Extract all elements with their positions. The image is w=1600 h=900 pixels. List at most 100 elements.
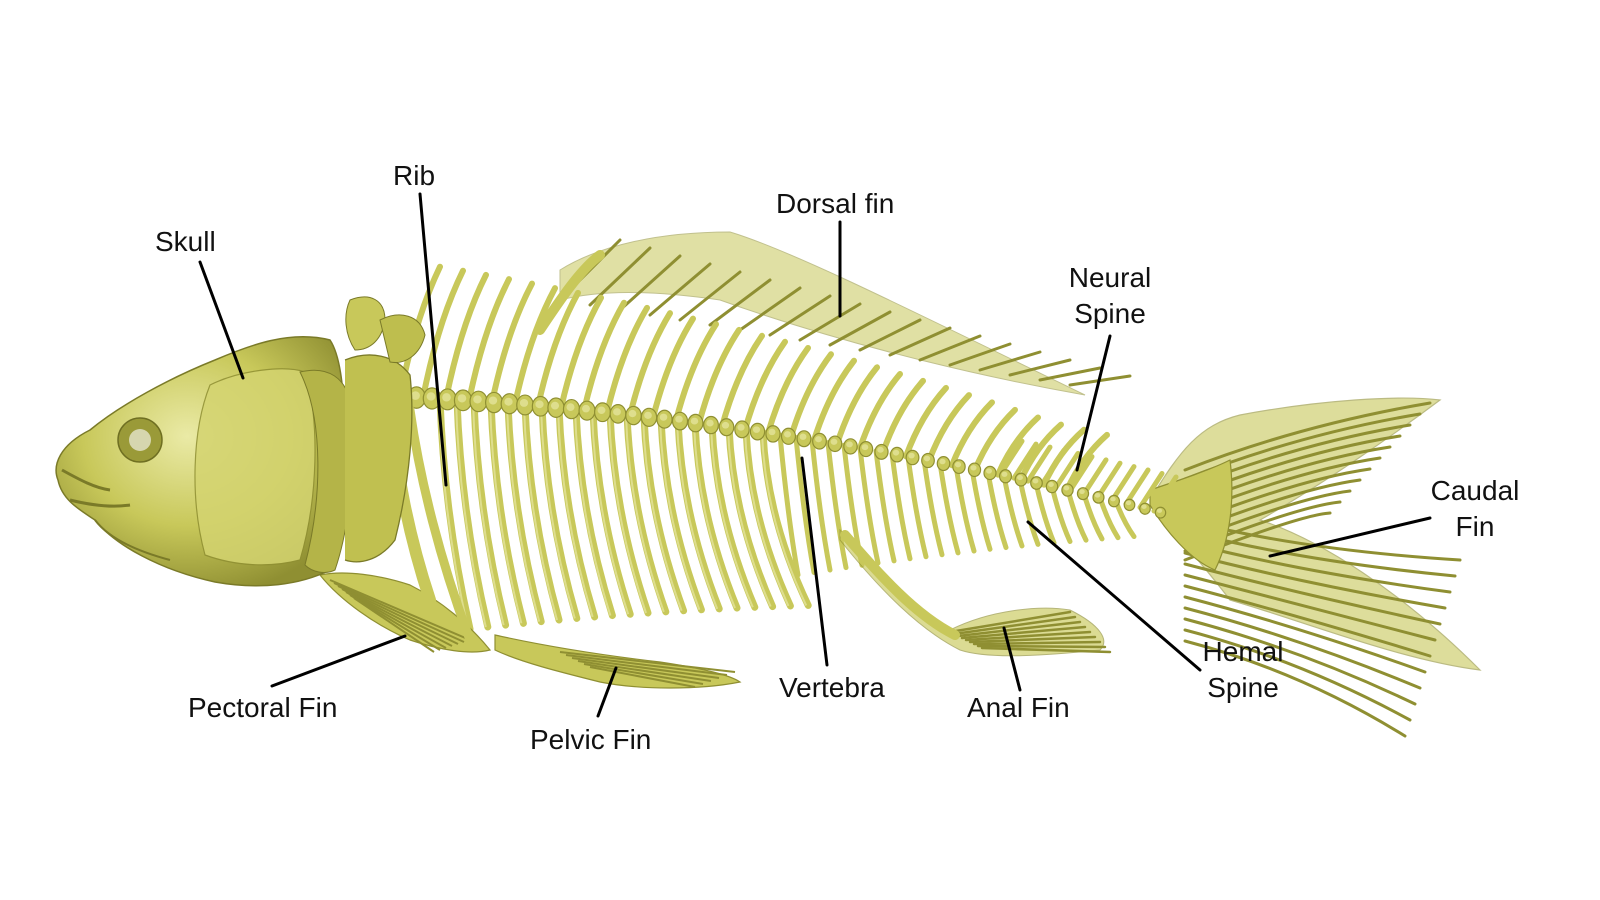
rib-bone: [589, 407, 634, 618]
hemal-spine-bone: [809, 437, 833, 573]
neural-spine-bone: [1137, 470, 1165, 510]
neural-spine-bone: [765, 344, 811, 437]
leader-rib: [418, 192, 448, 487]
label-caudal-fin-line1: Caudal: [1430, 475, 1520, 506]
rib-bone: [657, 415, 705, 614]
label-pectoral-fin: Pectoral Fin: [188, 692, 338, 723]
rib-highlight: [659, 418, 701, 611]
dorsal-fin-ray: [708, 278, 772, 327]
neural-spine-bone: [997, 438, 1025, 478]
hemal-spine-bone: [825, 440, 849, 571]
vertebra-highlight: [1063, 485, 1070, 491]
label-hemal-spine-line2: Spine: [1207, 672, 1279, 703]
rib-bone: [487, 398, 527, 627]
label-skull: Skull: [155, 226, 216, 257]
neural-spine-bone: [535, 289, 581, 410]
neural-spine-bone: [1109, 464, 1137, 504]
caudal-fin-ray: [1183, 617, 1417, 706]
vertebra-highlight: [613, 408, 621, 416]
caudal-fin-ray: [1183, 639, 1407, 738]
neural-spine-bone: [1151, 474, 1179, 514]
neural-spine-bone: [489, 280, 535, 406]
skull: [55, 296, 426, 587]
neural-spine-bone: [512, 285, 558, 408]
neural-spine-bone: [1011, 441, 1039, 481]
vertebra-highlight: [504, 397, 513, 406]
pectoral-fin-ray: [329, 579, 471, 641]
anal-fin-ray: [948, 610, 1072, 634]
label-hemal-spine: Hemal Spine: [1193, 634, 1293, 706]
rib-bone: [640, 413, 688, 615]
neural-spine-bone: [788, 351, 834, 440]
dorsal-fin-ray: [828, 310, 892, 347]
rib-bone: [470, 397, 510, 629]
vertebra-highlight: [644, 411, 652, 419]
vertebra-highlight: [1079, 489, 1085, 495]
vertebra-highlight: [1048, 482, 1054, 487]
vertebra-highlight: [923, 455, 931, 462]
vertebra-highlight: [954, 461, 962, 468]
anal-fin-ray: [976, 644, 1107, 649]
vertebra-highlight: [784, 431, 791, 438]
vertebra-highlight: [892, 449, 900, 456]
vertebra-highlight: [799, 433, 807, 440]
dorsal-fin-ray: [768, 294, 832, 337]
neural-spine-bone: [1025, 444, 1053, 484]
leader-vertebra: [800, 456, 829, 667]
caudal-fin-ray: [1183, 573, 1437, 642]
vertebra-highlight: [1110, 496, 1116, 502]
pelvic-fin-ray: [571, 657, 720, 679]
label-dorsal-fin: Dorsal fin: [776, 188, 895, 219]
label-neural-spine: Neural Spine: [1060, 260, 1160, 332]
rib-highlight: [506, 403, 541, 622]
neural-spine-bone: [604, 304, 650, 416]
label-rib: Rib: [393, 160, 436, 191]
dorsal-fin-ray: [858, 318, 922, 352]
vertebra-highlight: [675, 415, 683, 423]
dorsal-fin-ray: [1008, 358, 1072, 377]
rib-bone: [725, 424, 777, 611]
neural-spine-bone: [834, 364, 880, 448]
neural-spine-bone: [650, 315, 696, 421]
caudal-fin: [1149, 397, 1482, 738]
vertebra-highlight: [939, 458, 946, 465]
rib-highlight: [676, 420, 719, 610]
vertebra-highlight: [1032, 478, 1039, 484]
vertebra-highlight: [1156, 508, 1163, 513]
neural-spine-bone: [1039, 447, 1067, 487]
hemal-spine-bone: [777, 432, 801, 578]
vertebra-highlight: [1094, 492, 1101, 498]
ribs: [436, 395, 812, 633]
vertebra-highlight: [970, 465, 977, 471]
vertebra-highlight: [442, 393, 451, 402]
vertebra-highlight: [830, 438, 838, 445]
rib-bone: [453, 396, 492, 631]
dorsal-fin-ray: [1038, 366, 1102, 382]
leader-pectoral-fin: [270, 634, 407, 688]
anal-fin-spine: [840, 530, 960, 640]
dorsal-fin-ray: [978, 350, 1042, 372]
hemal-spine-bone: [889, 451, 913, 562]
rib-highlight: [693, 422, 736, 609]
neural-spine-bone: [811, 357, 857, 444]
rib-highlight: [710, 425, 754, 608]
rib-bone: [521, 401, 563, 624]
caudal-fin-ray: [1183, 628, 1412, 722]
hemal-spine-bone: [921, 457, 945, 558]
caudal-fin-ray: [1183, 584, 1432, 658]
label-neural-spine-line1: Neural: [1068, 262, 1152, 293]
rib-highlight: [744, 429, 790, 607]
vertebra-highlight: [488, 396, 498, 405]
pelvic-fin-ray: [583, 663, 704, 685]
neural-spine-bone: [581, 299, 627, 414]
rib-highlight: [608, 412, 647, 614]
dorsal-fin-membrane: [559, 231, 1086, 396]
dorsal-fin-ray: [798, 302, 862, 342]
vertebra-highlight: [986, 468, 992, 474]
neural-spine-bone: [972, 406, 1018, 473]
neural-spine-bone: [857, 371, 903, 452]
vertebra-highlight: [768, 428, 776, 436]
rib-bone: [623, 411, 670, 616]
label-anal-fin: Anal Fin: [967, 692, 1070, 723]
